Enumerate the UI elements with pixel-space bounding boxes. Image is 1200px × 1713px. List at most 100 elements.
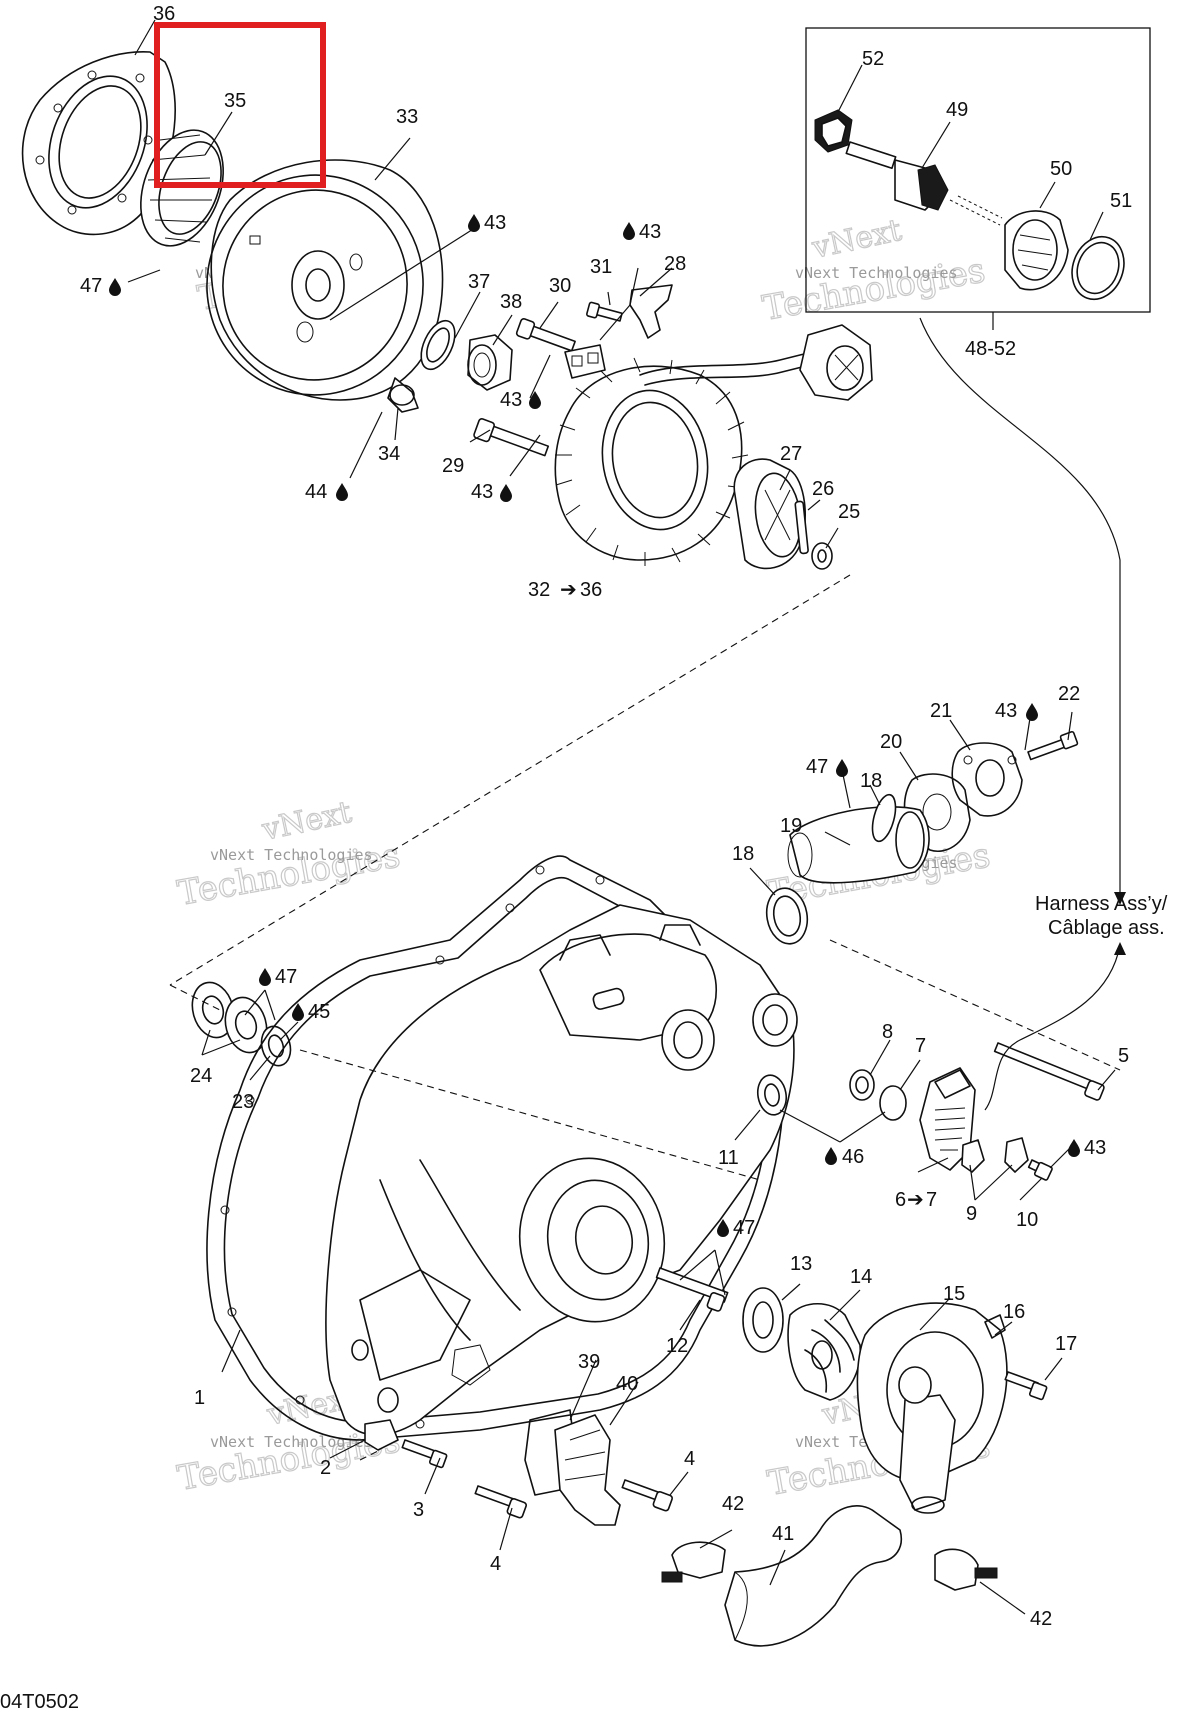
callout-36: 36 [580, 579, 602, 601]
callout-18: 18 [860, 770, 882, 792]
callout-41: 41 [772, 1523, 794, 1545]
callout-43: 43 [1084, 1137, 1106, 1159]
part-15-pump-housing [856, 1302, 1008, 1514]
drop-icon [109, 278, 121, 296]
drop-icon [259, 968, 271, 986]
part-3-bolt [401, 1439, 448, 1469]
drop-icon [836, 759, 848, 777]
callout-43: 43 [500, 389, 522, 411]
kit-label: 48-52 [965, 338, 1016, 360]
part-24-bearing-b [224, 996, 268, 1054]
callout-42: 42 [1030, 1608, 1052, 1630]
callout-32: 32 [528, 579, 550, 601]
callout-29: 29 [442, 455, 464, 477]
drop-icon [529, 391, 541, 409]
watermark-mid-left: Technologies vNext Technologies vNext [174, 794, 404, 914]
part-52-seal [814, 109, 853, 153]
part-31-screw [586, 301, 623, 322]
part-34-bolt [387, 377, 419, 413]
part-1-gasket [206, 855, 785, 1441]
drop-icon [825, 1147, 837, 1165]
callout-34: 34 [378, 443, 400, 465]
callout-26: 26 [812, 478, 834, 500]
callout-46: 46 [842, 1146, 864, 1168]
callout-33: 33 [396, 106, 418, 128]
callout-47: 47 [806, 756, 828, 778]
callout-42: 42 [722, 1493, 744, 1515]
part-26-pin [794, 500, 809, 555]
harness-label-line1: Harness Ass’y/ [1035, 893, 1168, 915]
assembly-guide-lines [169, 574, 1121, 1461]
part-7-o-ring [879, 1085, 907, 1121]
callout-11: 11 [718, 1147, 739, 1169]
callout-18: 18 [732, 843, 754, 865]
part-25-washer [811, 542, 833, 570]
part-29-bolt [473, 418, 550, 457]
figure-code: 04T0502 [0, 1691, 79, 1713]
callout-30: 30 [549, 275, 571, 297]
part-33-rotor [206, 159, 444, 401]
part-4-bolt-a [474, 1485, 527, 1519]
drop-icon [468, 214, 480, 232]
part-49-wire [949, 195, 1003, 226]
part-49-terminal [845, 141, 949, 211]
callout-35: 35 [224, 90, 246, 112]
callout-24: 24 [190, 1065, 212, 1087]
part-42-clamp-b [934, 1548, 998, 1591]
part-42-clamp-a [661, 1541, 726, 1583]
drop-icon [623, 222, 635, 240]
part-10-screw [1027, 1159, 1053, 1181]
part-14-impeller [787, 1303, 861, 1401]
arrow-head-harness-top [1114, 892, 1126, 905]
callout-47: 47 [733, 1217, 755, 1239]
callout-7: 7 [915, 1035, 926, 1057]
callout-43: 43 [995, 700, 1017, 722]
part-12-shaft [655, 1267, 729, 1312]
part-4-bolt-b [621, 1479, 673, 1512]
callout-49: 49 [946, 99, 968, 121]
part-40-thermostat-housing [554, 1414, 621, 1526]
watermark-text: vNext [808, 213, 904, 266]
callout-10: 10 [1016, 1209, 1038, 1231]
part-36-flange-plate [21, 51, 176, 236]
part-8-washer [849, 1069, 875, 1101]
callout-9: 9 [966, 1203, 977, 1225]
callout-39: 39 [578, 1351, 600, 1373]
callout-31: 31 [590, 256, 612, 278]
callout-43: 43 [639, 221, 661, 243]
callout-1: 1 [194, 1387, 205, 1409]
callout-23: 23 [232, 1091, 254, 1113]
callout-43: 43 [484, 212, 506, 234]
callout-4: 4 [684, 1448, 695, 1470]
drop-icon [336, 483, 348, 501]
callout-28: 28 [664, 253, 686, 275]
callout-17: 17 [1055, 1333, 1077, 1355]
callout-labels: 36 35 33 47 43 43 37 38 30 31 28 43 34 4… [80, 3, 1132, 1630]
callout-22: 22 [1058, 683, 1080, 705]
part-9-spacers [961, 1137, 1029, 1173]
part-32-stator [554, 344, 823, 566]
callout-51: 51 [1110, 190, 1132, 212]
callout-47: 47 [275, 966, 297, 988]
harness-label-line2: Câblage ass. [1048, 917, 1165, 939]
part-5-bolt [993, 1042, 1105, 1101]
part-19-shaft [787, 806, 930, 884]
callout-13: 13 [790, 1253, 812, 1275]
connector-harness-plug [799, 324, 873, 401]
callout-47: 47 [80, 275, 102, 297]
callout-21: 21 [930, 700, 952, 722]
callout-52: 52 [862, 48, 884, 70]
callout-40: 40 [616, 1373, 638, 1395]
part-24-bearing-a [191, 981, 235, 1039]
callout-8: 8 [882, 1021, 893, 1043]
drop-icon [1068, 1139, 1080, 1157]
part-38-nut [467, 334, 513, 391]
part-17-screw [1004, 1371, 1048, 1401]
drop-icon [1026, 703, 1038, 721]
callout-7: 7 [926, 1189, 937, 1211]
part-41-hose [724, 1504, 902, 1647]
callout-43: 43 [471, 481, 493, 503]
part-51-o-ring [1071, 235, 1125, 301]
part-13-seal [742, 1287, 784, 1353]
callout-6: 6 [895, 1189, 906, 1211]
